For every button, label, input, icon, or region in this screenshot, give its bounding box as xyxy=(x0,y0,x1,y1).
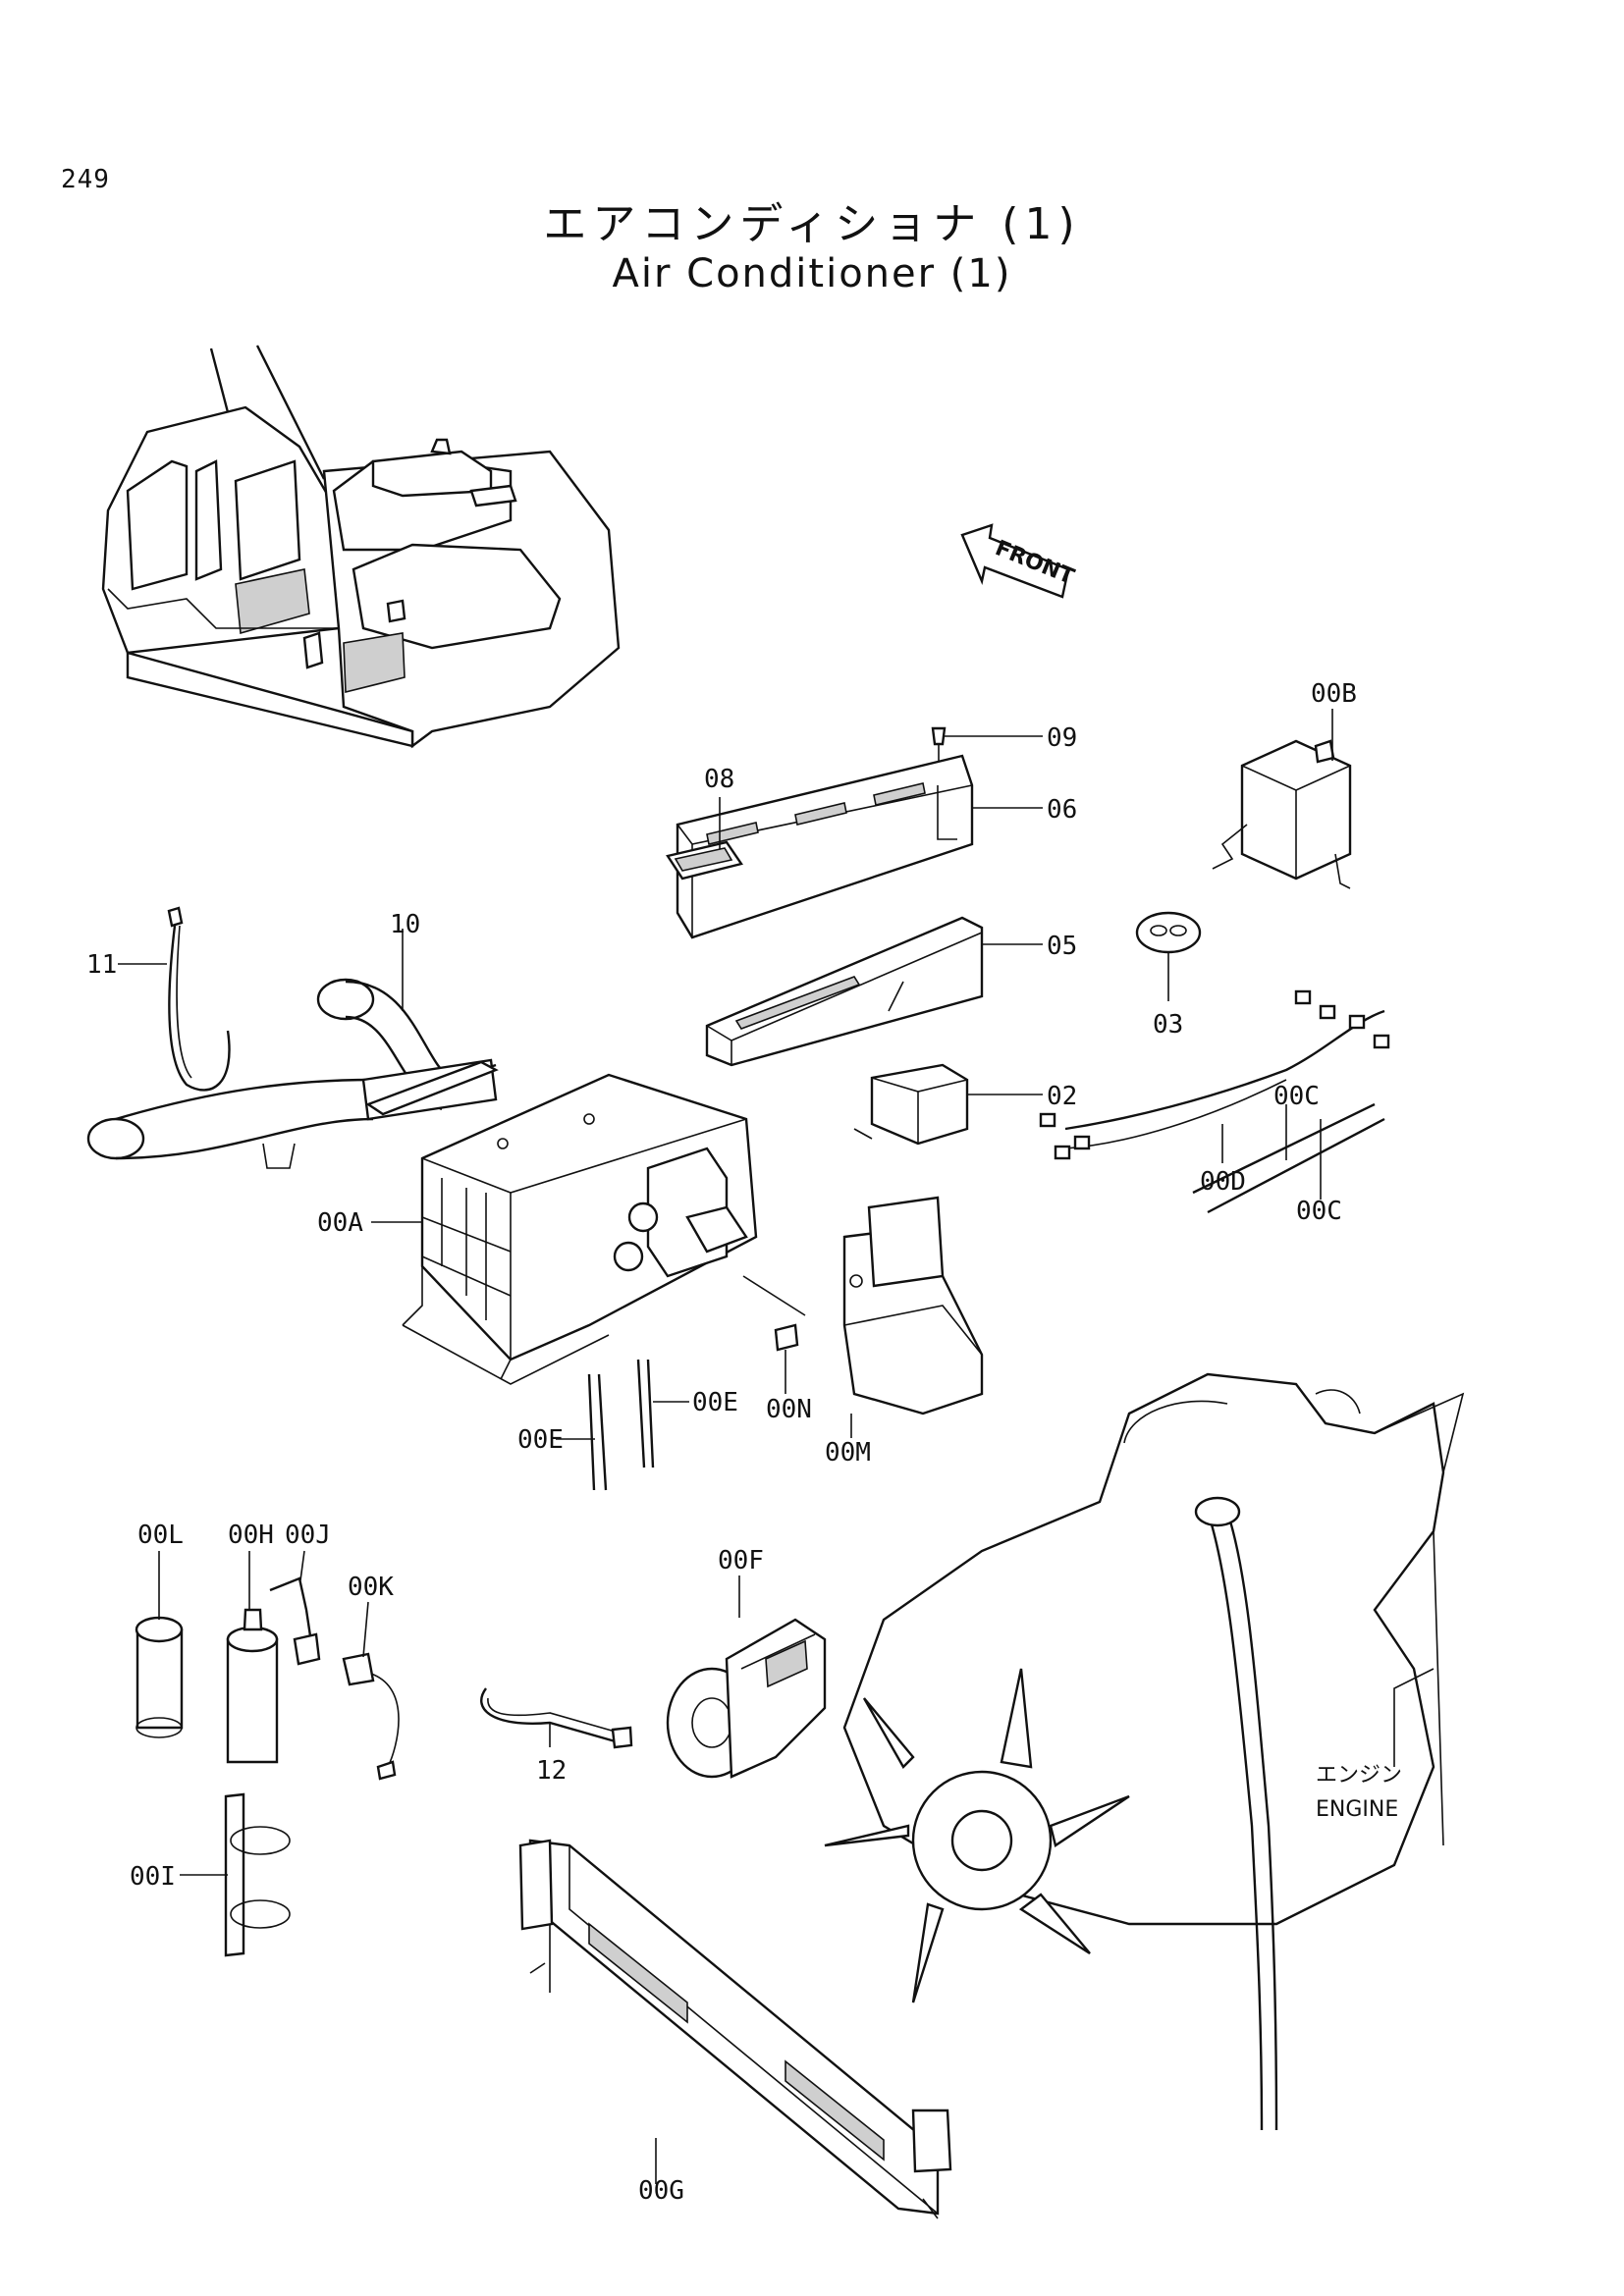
strap-illustration xyxy=(167,906,231,1092)
callout-00A: 00A xyxy=(317,1208,363,1238)
callout-00F: 00F xyxy=(718,1546,764,1575)
duct-assembly xyxy=(666,726,984,1067)
page-number: 249 xyxy=(61,165,110,194)
callout-11: 11 xyxy=(86,950,117,980)
callout-00I: 00I xyxy=(130,1862,176,1892)
callout-00C-lower: 00C xyxy=(1296,1197,1342,1226)
callout-00L: 00L xyxy=(137,1521,184,1550)
callout-00D: 00D xyxy=(1200,1167,1246,1197)
drain-hose-illustration xyxy=(587,1359,655,1491)
callout-00B: 00B xyxy=(1311,679,1357,709)
excavator-overview-illustration xyxy=(101,345,621,749)
main-unit-illustration xyxy=(402,1073,758,1385)
lower-duct-illustration xyxy=(742,1196,984,1415)
callout-03: 03 xyxy=(1153,1010,1183,1040)
condenser-illustration xyxy=(518,1839,952,2219)
callout-00C-upper: 00C xyxy=(1273,1082,1320,1111)
callout-02: 02 xyxy=(1047,1082,1077,1111)
callout-06: 06 xyxy=(1047,795,1077,825)
callout-10: 10 xyxy=(390,910,420,939)
air-hose-illustration xyxy=(86,978,499,1169)
engine-label-english: ENGINE xyxy=(1316,1797,1398,1822)
page-title-english: Air Conditioner (1) xyxy=(612,251,1012,296)
front-direction-arrow: FRONT xyxy=(960,523,1077,599)
grommet-illustration xyxy=(1135,911,1202,954)
receiver-dryer-illustration xyxy=(226,1608,279,1764)
leader-lines xyxy=(118,709,1333,2184)
callout-08: 08 xyxy=(704,765,734,794)
callout-05: 05 xyxy=(1047,932,1077,961)
callout-12: 12 xyxy=(536,1756,567,1786)
cable-tie-illustration xyxy=(480,1687,633,1749)
small-duct-box xyxy=(853,1063,969,1146)
callout-00E-left: 00E xyxy=(517,1425,564,1455)
callout-00H: 00H xyxy=(228,1521,274,1550)
callout-00G: 00G xyxy=(638,2176,684,2206)
callout-09: 09 xyxy=(1047,723,1077,753)
mounting-bracket-illustration xyxy=(224,1792,291,1957)
wire-harness-illustration xyxy=(1039,989,1390,1214)
callout-00N: 00N xyxy=(766,1395,812,1424)
callout-00M: 00M xyxy=(825,1438,871,1468)
engine-illustration xyxy=(824,1372,1465,2131)
callout-00K: 00K xyxy=(348,1573,394,1602)
callout-00J: 00J xyxy=(285,1521,331,1550)
engine-label-japanese: エンジン xyxy=(1316,1763,1402,1788)
control-unit-illustration xyxy=(1212,739,1352,889)
refrigerant-can-illustration xyxy=(135,1616,184,1738)
page-title-japanese: エアコンディショナ (1) xyxy=(543,199,1081,249)
compressor-illustration xyxy=(666,1618,827,1779)
callout-00E-right: 00E xyxy=(692,1388,738,1417)
pressure-switch-illustration xyxy=(269,1576,400,1781)
